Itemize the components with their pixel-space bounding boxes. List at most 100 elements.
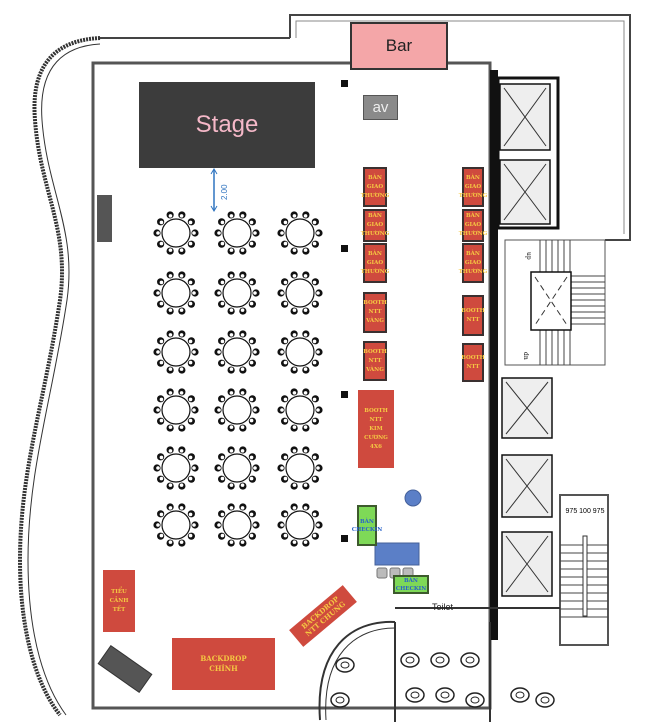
chair-seat [292,274,297,278]
chair-seat [312,280,317,285]
chair-seat [312,241,317,246]
round-table [153,330,199,374]
box-label-line: THƯƠNG [360,192,390,199]
box-label-line: NTT [466,363,480,370]
chair-seat [229,391,234,395]
chair-seat [280,466,284,470]
table-top [161,337,191,367]
chair-seat [249,476,254,481]
chair-seat [240,425,245,429]
chair-seat [159,397,164,402]
toilet-bowl [515,691,525,699]
arrow-heads [210,168,218,212]
stair-rail [582,535,588,617]
table-top [285,395,315,425]
chair-seat [283,418,288,423]
chair-seat [188,397,193,402]
box-label-line: CHECKIN [351,526,383,533]
chair-seat [312,220,317,225]
chair-seat [220,512,225,517]
chair-seat [168,449,173,453]
box-label-line: GIAO [464,222,482,228]
structural-columns [341,80,348,542]
box-label-line: TIỂU CẢNH [109,588,129,604]
chair-seat [220,339,225,344]
toilet-bowl [470,696,480,704]
chair-seat [240,214,245,218]
round-table [214,388,260,432]
box-label-line: BACKDROP [200,654,247,663]
chair-seat [303,425,308,429]
chair-seat [188,220,193,225]
chair-seat [303,308,308,312]
toilet-curved-wall-inner [325,627,396,721]
chair-seat [229,449,234,453]
elevator-core-top [496,76,560,230]
box-label-line: KIM [369,425,383,432]
box-label-line: BÀN [466,213,480,219]
chair-seat [229,308,234,312]
chair-seat [188,360,193,365]
chair-seat [249,339,254,344]
chair-seat [283,360,288,365]
chair-seat [249,301,254,306]
chair-seat [192,231,196,235]
toilet-icon [465,692,485,708]
chair-seat [249,455,254,460]
chair-seat [188,418,193,423]
chair-seat [312,476,317,481]
chair-seat [192,523,196,527]
chair-seat [179,367,184,371]
chair-seat [303,248,308,252]
chair-seat [283,301,288,306]
chair-seat [249,220,254,225]
chair-seat [283,512,288,517]
round-table [277,211,323,255]
chair-seat [312,339,317,344]
table-top [161,395,191,425]
chair-seat [220,455,225,460]
chair-seat [312,360,317,365]
box-label-line: BÀN [368,213,382,219]
chair-seat [229,425,234,429]
chair-seat [292,308,297,312]
chair-seat [292,391,297,395]
chair-seat [188,241,193,246]
chair-seat [292,214,297,218]
chair-seat [240,483,245,487]
chair-seat [188,339,193,344]
chair-seat [192,466,196,470]
table-top [285,337,315,367]
table-top [161,278,191,308]
box-label-line: VÀNG [366,318,384,324]
toilet-icon [405,687,425,703]
av-booth: av [363,95,398,120]
chair-seat [283,533,288,538]
box-label-line: GIAO [366,183,384,190]
table-top [285,510,315,540]
chair-seat [168,248,173,252]
chair-seat [188,476,193,481]
toilet-bowl [340,661,350,669]
chair-seat [179,483,184,487]
chair-seat [168,506,173,510]
chair-seat [283,455,288,460]
chair-seat [316,231,320,235]
box-label-line: BÀN [466,250,480,257]
stair-up-mark: up [525,252,532,260]
chair-seat [312,301,317,306]
right-stairwell [559,494,609,646]
chair-seat [220,280,225,285]
chair-seat [280,408,284,412]
chair-seat [229,367,234,371]
elevator-cross-icon [505,381,549,435]
toilet-icon [435,687,455,703]
